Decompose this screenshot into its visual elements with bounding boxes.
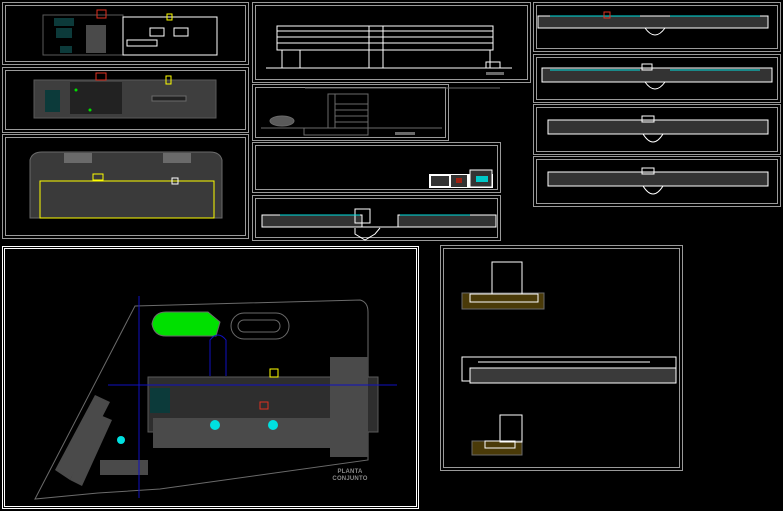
frame-strip-4 [533,156,781,207]
frame-strip-3 [533,104,781,155]
elevation-a [266,25,512,75]
section-long [261,208,497,241]
frame-details [252,142,501,193]
site-plan-title-line1: PLANTA [337,469,363,475]
green-area [151,311,221,337]
frame-site-plan [2,246,419,509]
frame-floor-plan-2 [2,67,249,133]
frame-strip-1 [533,2,781,52]
frame-section-b [252,84,449,141]
site-plan-title-line2: CONJUNTO [332,476,368,482]
floor-plan-3 [29,151,223,219]
floor-plan-1 [42,9,218,56]
frame-sections [440,245,683,471]
frame-strip-2 [533,54,781,103]
building-sections [461,261,677,456]
frame-elevation-a [252,2,531,83]
site-plan [34,296,397,500]
frame-section-long [252,195,501,241]
frame-floor-plan-1 [2,2,249,65]
floor-plan-2 [33,72,217,119]
detail-blocks [429,169,493,188]
sheet-frames [2,2,781,471]
section-b [261,87,500,136]
strip-plans [537,11,773,195]
site-plan-title: PLANTA CONJUNTO [325,469,375,483]
frame-floor-plan-3 [2,134,249,239]
